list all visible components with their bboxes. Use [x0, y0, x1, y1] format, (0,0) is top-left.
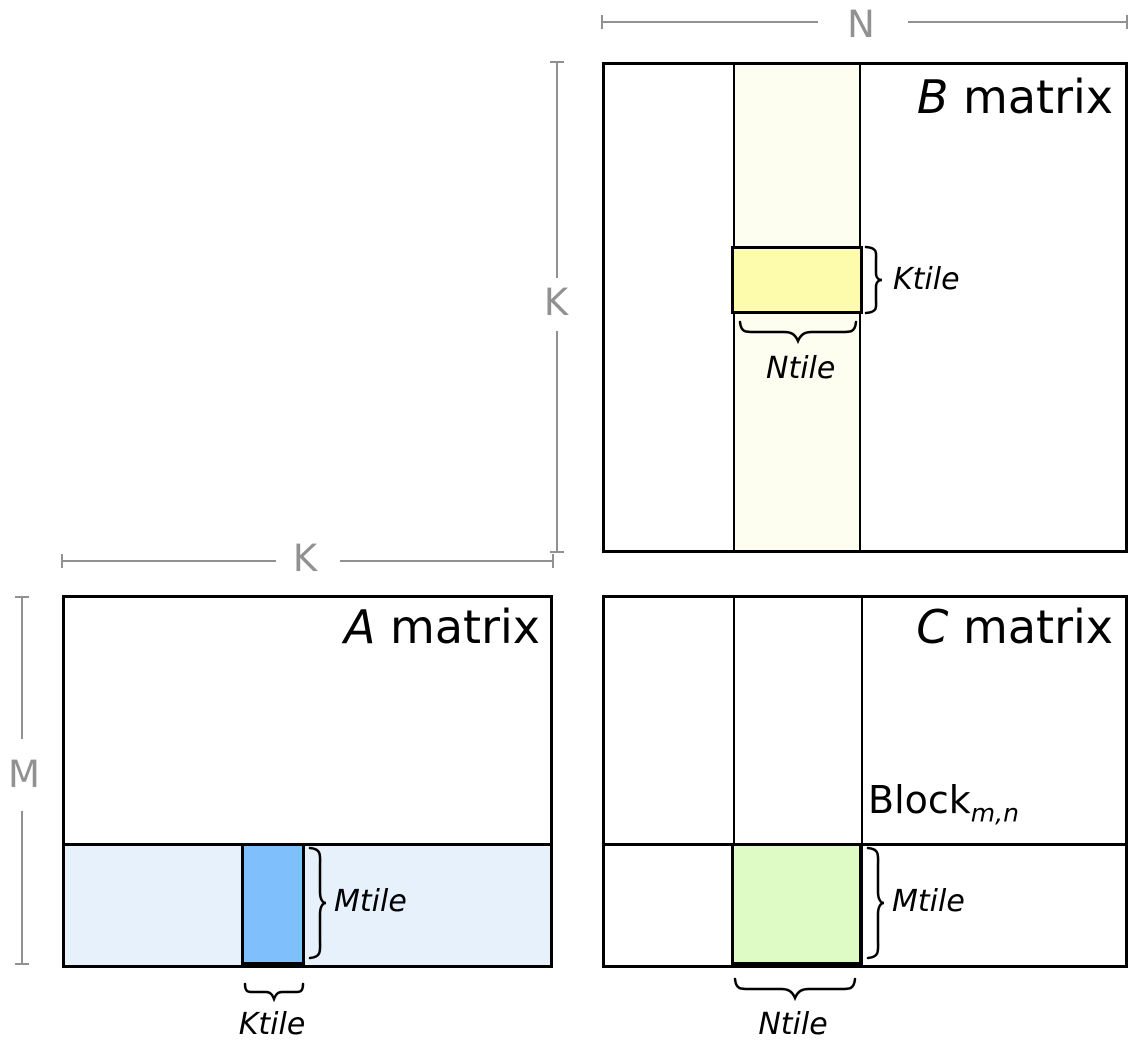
b-ktile-label: Ktile [893, 262, 960, 297]
k-dimension-label-a: K [292, 537, 318, 580]
c-matrix-title-word: matrix [963, 600, 1113, 654]
n-dimension-label: N [847, 3, 875, 46]
c-matrix-title: C matrix [916, 601, 1113, 654]
c-ntile-underbrace-icon [733, 977, 857, 1001]
k-a-segment-left [62, 560, 276, 562]
c-matrix-title-letter: C [916, 600, 949, 654]
a-ktile-underbrace-icon [243, 982, 305, 1002]
k-a-segment-right [340, 560, 553, 562]
c-block-subscript: m,n [970, 798, 1019, 828]
m-dim-tick-bottom [15, 963, 29, 965]
k-b-tick-bottom [550, 551, 564, 553]
b-ntile-label: Ntile [766, 351, 836, 386]
a-matrix-title: A matrix [344, 601, 540, 654]
c-ntile-label: Ntile [758, 1007, 828, 1042]
c-matrix [602, 595, 1128, 968]
c-mtile-brace-icon [866, 846, 886, 960]
b-matrix-title-word: matrix [963, 70, 1113, 124]
b-matrix-title: B matrix [917, 71, 1113, 124]
k-b-segment-bottom [556, 331, 558, 553]
b-matrix-title-letter: B [916, 70, 949, 124]
a-row-strip [65, 843, 550, 965]
a-ktile-label: Ktile [238, 1007, 306, 1042]
n-dim-tick-right [1126, 15, 1128, 29]
b-ntile-underbrace-icon [738, 320, 858, 344]
c-column-line-right [861, 598, 863, 965]
k-b-tick-top [550, 61, 564, 63]
n-dim-segment-left [602, 21, 818, 23]
b-ktile-brace-icon [864, 245, 884, 315]
c-block-word: Block [868, 778, 971, 822]
b-ktile-block [731, 246, 863, 314]
k-b-segment-top [556, 62, 558, 278]
n-dim-segment-right [908, 21, 1128, 23]
a-matrix-title-word: matrix [390, 600, 540, 654]
m-dim-segment-top [21, 597, 23, 739]
a-matrix-title-letter: A [343, 600, 376, 654]
k-a-tick-left [61, 554, 63, 568]
c-block-label: Blockm,n [868, 778, 1019, 826]
m-dim-tick-top [15, 596, 29, 598]
a-mtile-block [241, 843, 305, 965]
n-dim-tick-left [601, 15, 603, 29]
b-matrix [602, 62, 1128, 553]
c-mtile-label: Mtile [892, 884, 965, 919]
k-a-tick-right [552, 554, 554, 568]
a-mtile-brace-icon [308, 846, 328, 960]
m-dimension-label: M [8, 753, 40, 796]
c-column-line-left [733, 598, 735, 965]
c-row-divider [605, 843, 1125, 846]
a-mtile-label: Mtile [334, 884, 407, 919]
k-dimension-label-b: K [543, 281, 569, 324]
m-dim-segment-bottom [21, 811, 23, 965]
c-result-block [731, 843, 862, 965]
